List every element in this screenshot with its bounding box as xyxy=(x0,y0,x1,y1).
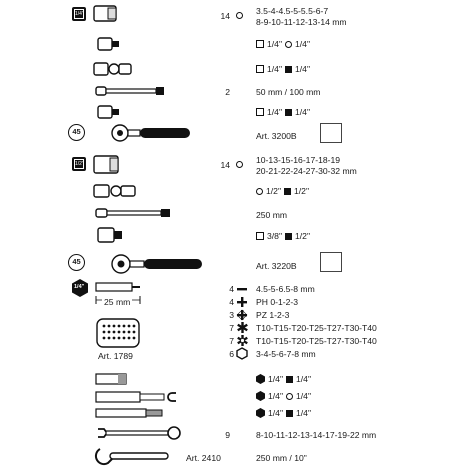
ratchet-article: Art. 3200B xyxy=(256,131,297,141)
adjustable-article: Art. 2410 xyxy=(186,453,221,463)
socket-ring-icon xyxy=(236,161,243,168)
bit-qty: 3 xyxy=(229,310,234,320)
bit-qty: 7 xyxy=(229,336,234,346)
bit-holder-icon xyxy=(95,373,127,385)
bit-sizes: 4.5-5-6.5-8 mm xyxy=(256,284,315,294)
teeth-count-circle: 45 xyxy=(68,254,85,271)
phillips-icon xyxy=(237,297,247,307)
teeth-count-circle: 45 xyxy=(68,124,85,141)
holder1-spec: 1/4" 1/4" xyxy=(256,374,311,384)
adapter2-spec: 1/4" 1/4" xyxy=(256,64,310,74)
extension-qty: 2 xyxy=(225,87,230,97)
hex-icon xyxy=(236,347,248,360)
adapter-icon xyxy=(97,227,122,243)
square-filled-icon xyxy=(284,187,291,195)
socket-sizes-line2: 20-21-22-24-27-30-32 mm xyxy=(256,166,357,176)
extension-bar-icon xyxy=(95,86,164,96)
adapter3-spec: 1/4" 1/4" xyxy=(256,107,310,117)
bit-qty: 4 xyxy=(229,284,234,294)
adapter2-spec: 3/8" 1/2" xyxy=(256,231,310,241)
bit-qty: 7 xyxy=(229,323,234,333)
holder2-spec: 1/4" 1/4" xyxy=(256,391,311,401)
quarter-inch-badge: 1/4" xyxy=(72,7,86,21)
extension-length: 250 mm xyxy=(256,210,288,220)
bit-adapter-icon xyxy=(95,408,163,418)
adjustable-size: 250 mm / 10" xyxy=(256,453,307,463)
bit-qty: 6 xyxy=(229,349,234,359)
quick-release-logo xyxy=(320,123,342,143)
socket-ring-icon xyxy=(236,12,243,19)
socket-icon xyxy=(93,155,119,174)
torx-tamper-icon xyxy=(237,335,248,346)
adapter1-spec: 1/2" 1/2" xyxy=(256,186,309,196)
ratchet-icon xyxy=(111,254,202,274)
universal-joint-icon xyxy=(93,184,136,198)
square-filled-icon xyxy=(285,232,292,240)
ring-icon xyxy=(285,40,292,48)
hex-filled-icon xyxy=(256,374,265,384)
wrench-qty: 9 xyxy=(225,430,230,440)
hex-filled-icon xyxy=(256,408,265,418)
square-filled-icon xyxy=(286,409,293,417)
square-filled-icon xyxy=(285,108,292,116)
bit-sizes: 3-4-5-6-7-8 mm xyxy=(256,349,316,359)
holder3-spec: 1/4" 1/4" xyxy=(256,408,311,418)
bit-qty: 4 xyxy=(229,297,234,307)
torx-icon xyxy=(237,322,248,333)
square-filled-icon xyxy=(286,375,293,383)
bit-sizes: PH 0-1-2-3 xyxy=(256,297,299,307)
hex-drive-badge xyxy=(72,279,88,297)
slot-icon xyxy=(237,288,247,291)
half-inch-badge: 1/2" xyxy=(72,157,86,171)
square-drive-icon xyxy=(256,40,264,48)
combination-wrench-icon xyxy=(98,426,181,440)
bit-icon xyxy=(95,282,140,292)
ring-icon xyxy=(286,392,293,400)
magnetic-holder-icon xyxy=(95,391,176,403)
ratchet-article: Art. 3220B xyxy=(256,261,297,271)
bit-box-icon xyxy=(96,318,140,348)
bit-sizes: PZ 1-2-3 xyxy=(256,310,290,320)
ratchet-icon xyxy=(111,124,190,142)
socket-sizes-line1: 3.5-4-4.5-5-5.5-6-7 xyxy=(256,6,329,16)
quick-release-logo xyxy=(320,252,342,272)
hex-drive-label: 1/4" xyxy=(74,284,85,290)
adapter1-spec: 1/4" 1/4" xyxy=(256,39,310,49)
bit-sizes: T10-T15-T20-T25-T27-T30-T40 xyxy=(256,323,377,333)
extension-lengths: 50 mm / 100 mm xyxy=(256,87,321,97)
socket-sizes-line1: 10-13-15-16-17-18-19 xyxy=(256,155,341,165)
pozidriv-icon xyxy=(236,309,248,321)
bit-sizes: T10-T15-T20-T25-T27-T30-T40 xyxy=(256,336,377,346)
adapter-icon xyxy=(97,37,119,51)
extension-bar-icon xyxy=(95,208,170,218)
square-drive-icon xyxy=(256,108,264,116)
socket-sizes-line2: 8-9-10-11-12-13-14 mm xyxy=(256,17,347,27)
adapter-icon xyxy=(97,105,119,119)
adjustable-wrench-icon xyxy=(94,448,169,466)
ring-icon xyxy=(256,187,263,195)
wrench-sizes: 8-10-11-12-13-14-17-19-22 mm xyxy=(256,430,377,440)
socket-qty: 14 xyxy=(220,160,230,170)
square-filled-icon xyxy=(285,65,292,73)
bitbox-article: Art. 1789 xyxy=(98,351,133,361)
square-drive-icon xyxy=(256,232,264,240)
socket-icon xyxy=(93,5,117,22)
bit-length: 25 mm xyxy=(102,297,133,307)
hex-filled-icon xyxy=(256,391,265,401)
socket-qty: 14 xyxy=(220,11,230,21)
square-drive-icon xyxy=(256,65,264,73)
universal-joint-icon xyxy=(93,62,132,76)
